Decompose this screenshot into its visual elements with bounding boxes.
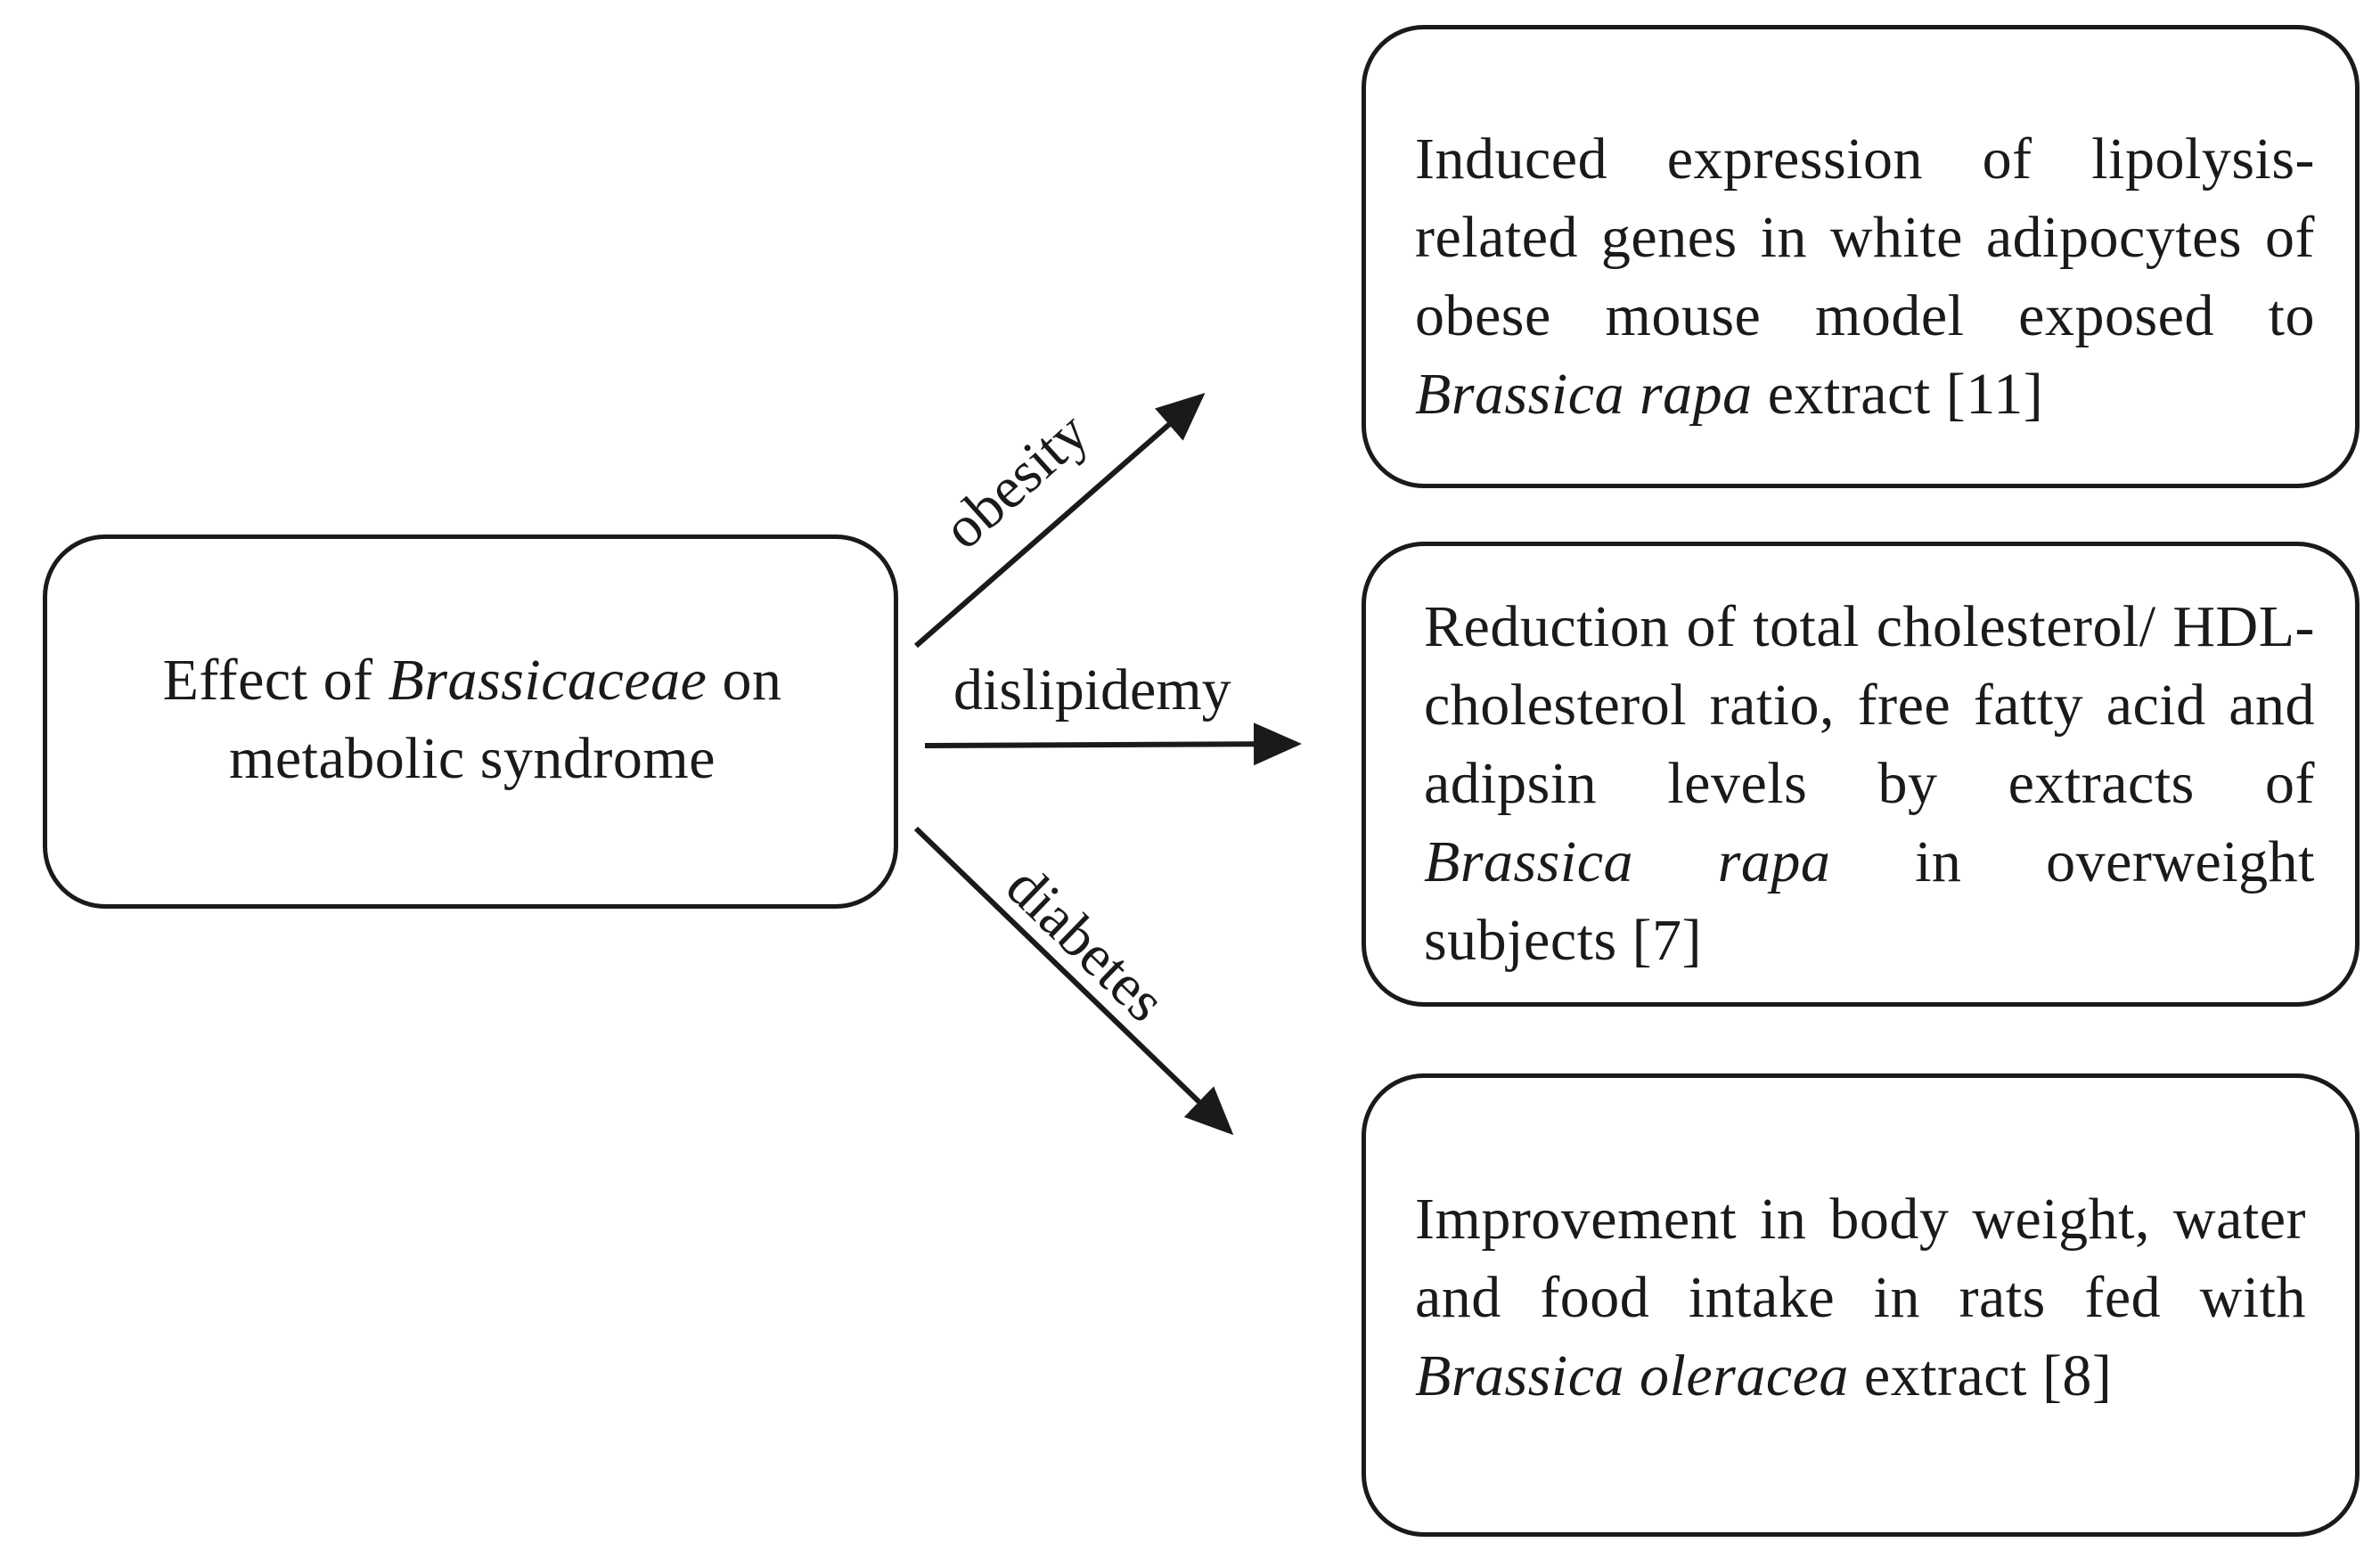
source-box-label: Effect of Brassicaceae on metabolic synd… xyxy=(162,648,782,791)
arrow-dyslipidemia xyxy=(924,722,1302,766)
target-box-dyslipidemia-text: Reduction of total cholesterol/ HDL-chol… xyxy=(1424,594,2315,973)
arrow-obesity xyxy=(914,393,1206,649)
target-box-diabetes-text: Improvement in body weight, water and fo… xyxy=(1415,1187,2306,1408)
target-box-obesity-text: Induced expression of lipolysis-related … xyxy=(1415,127,2315,427)
source-box xyxy=(43,535,898,909)
target-box-obesity xyxy=(1362,25,2360,488)
arrow-diabetes xyxy=(913,826,1234,1136)
target-box-dyslipidemia xyxy=(1362,542,2360,1007)
edge-label-dyslipidemia: dislipidemy xyxy=(953,657,1231,722)
target-box-diabetes xyxy=(1362,1073,2360,1537)
